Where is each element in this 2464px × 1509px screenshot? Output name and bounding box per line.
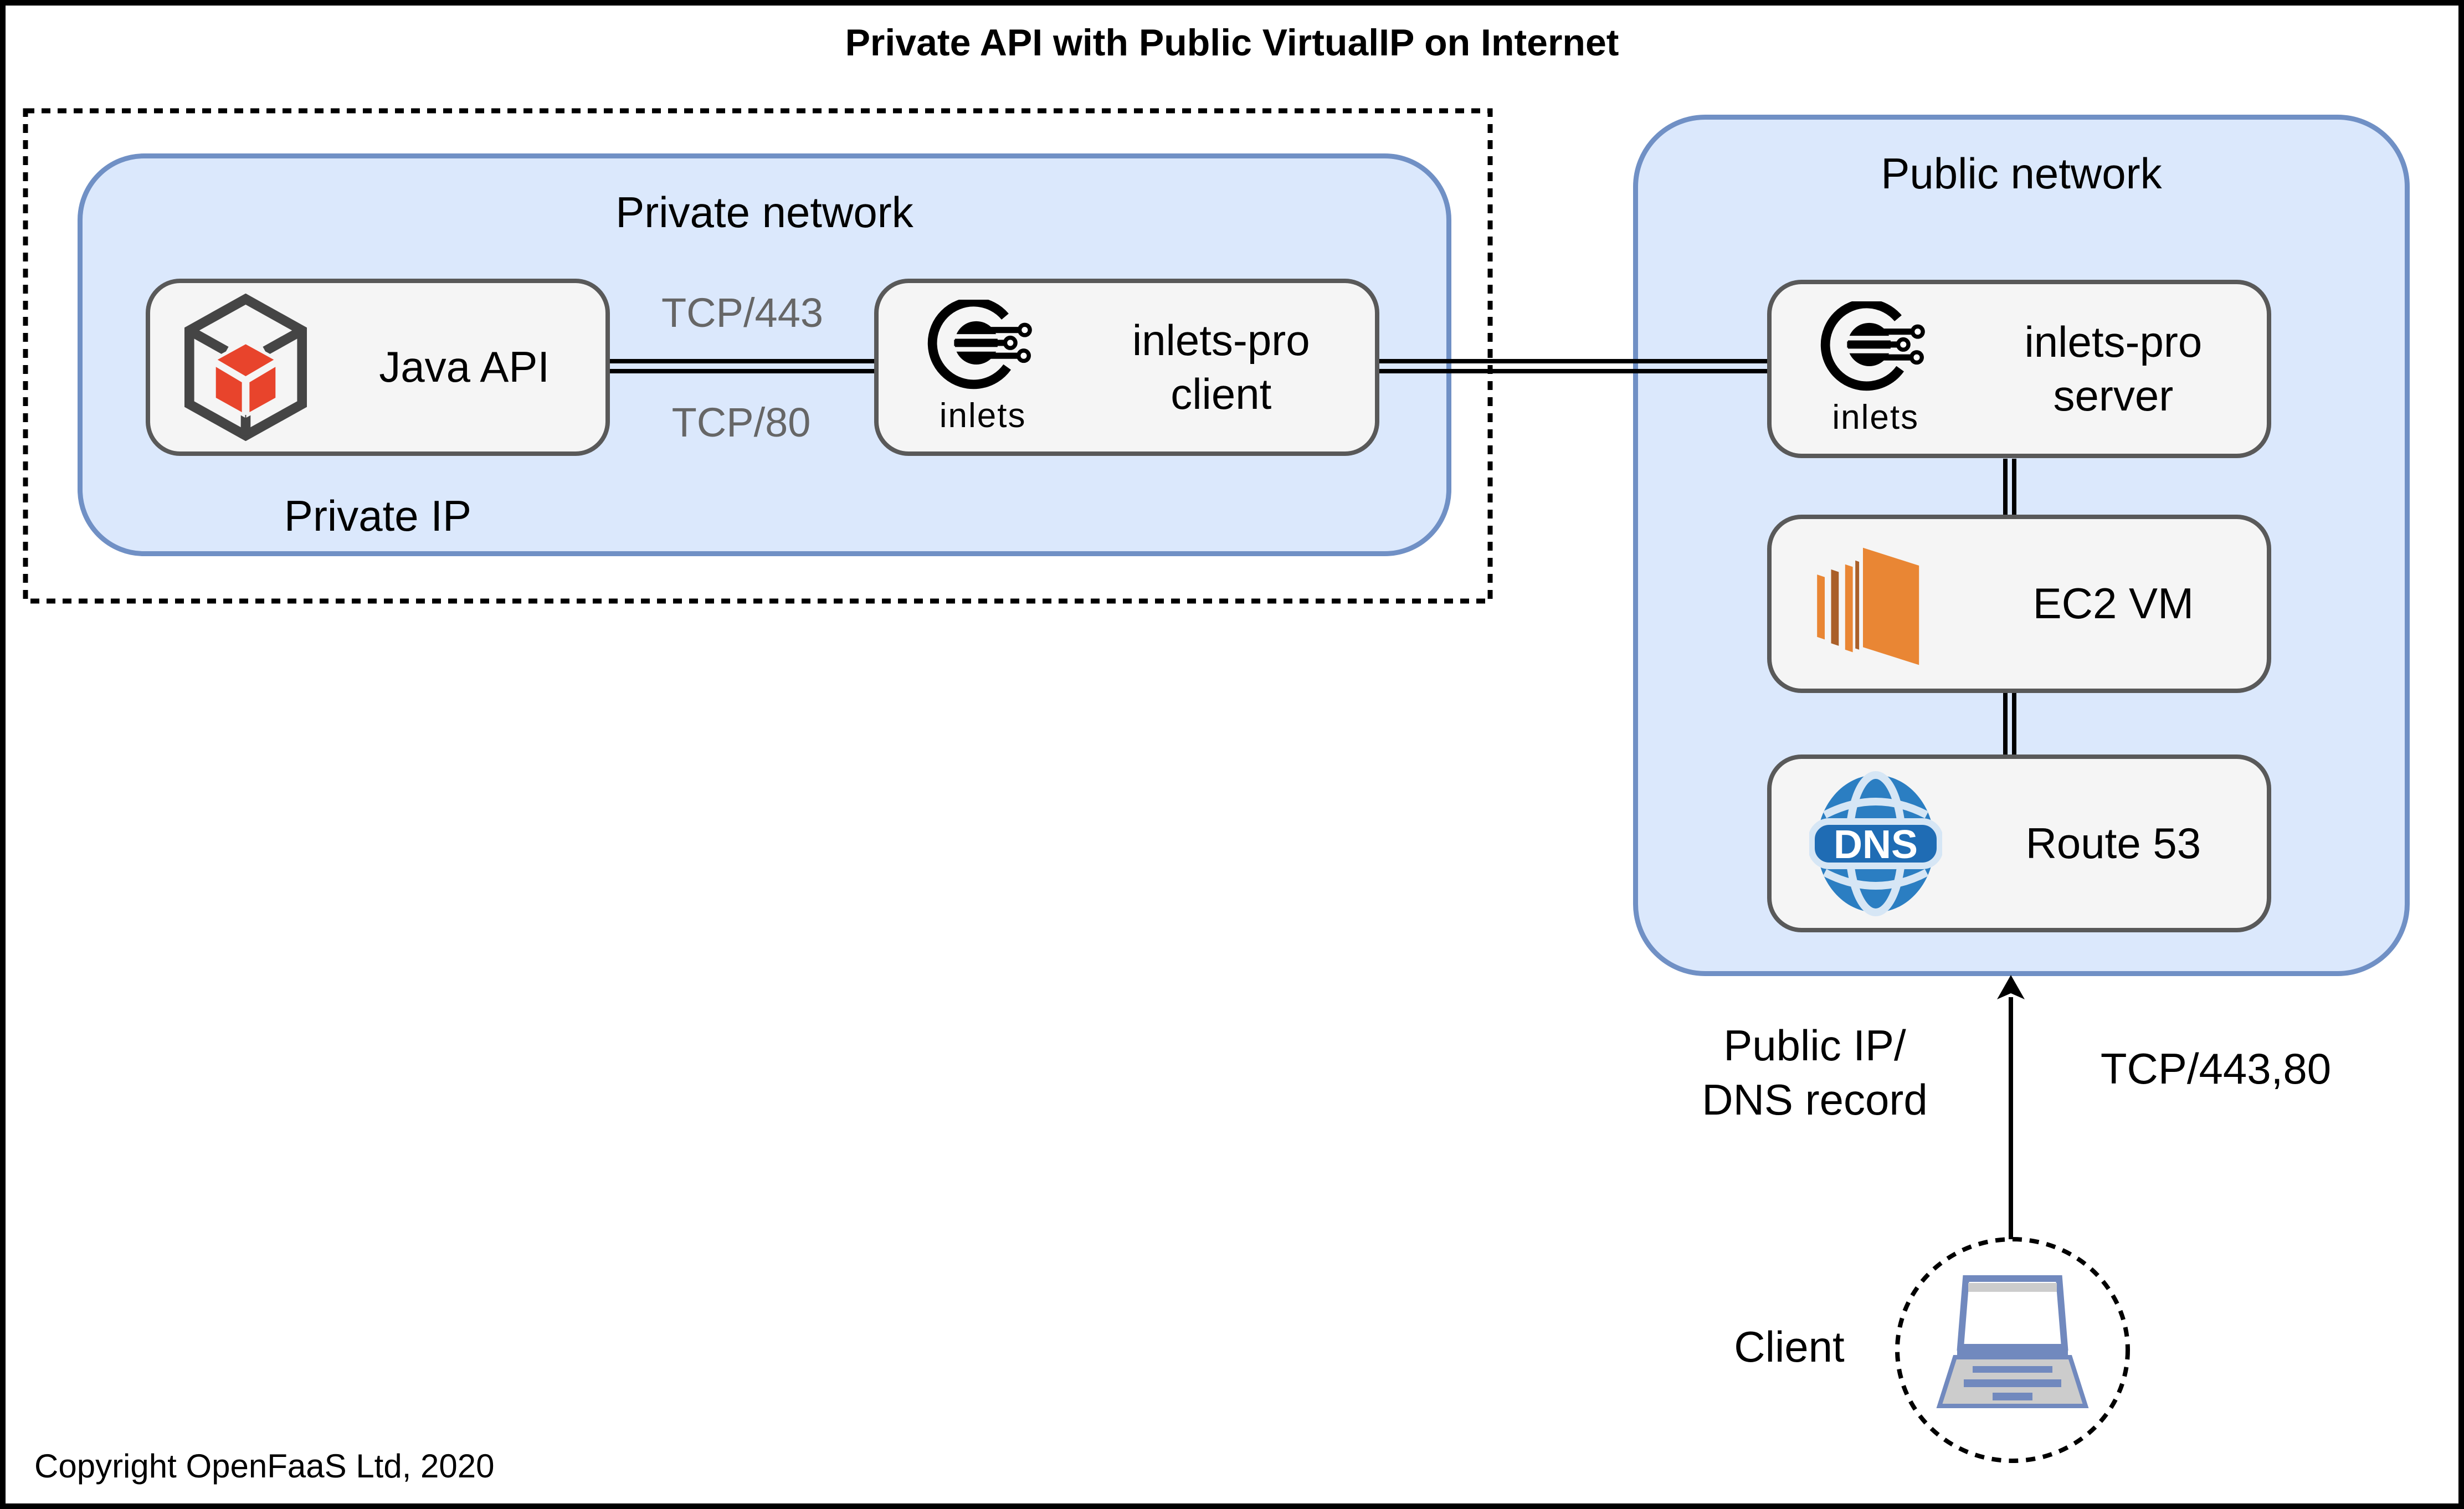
inlets-logo-icon: [1820, 301, 1925, 391]
dns-globe-icon: DNS: [1809, 771, 1942, 916]
node-inlets-pro-client: inlets inlets-pro client: [874, 279, 1379, 456]
inlets-client-label: inlets-pro client: [1087, 314, 1375, 422]
node-java-api: Java API: [146, 279, 610, 456]
private-boundary-dashed-rect: [23, 108, 1493, 604]
inlets-server-label-line2: server: [2053, 371, 2174, 420]
edge-label-tcp443-80: TCP/443,80: [2100, 1044, 2332, 1093]
client-label: Client: [1734, 1322, 1845, 1371]
client-dashed-circle: [1895, 1237, 2130, 1463]
inlets-client-label-line2: client: [1171, 369, 1272, 418]
inlets-logo-text: inlets: [939, 396, 1026, 435]
inlets-client-label-line1: inlets-pro: [1132, 315, 1310, 365]
inlets-server-label: inlets-pro server: [1979, 315, 2267, 423]
inlets-logo-icon: [928, 299, 1032, 389]
cube-icon: [184, 294, 307, 441]
inlets-client-icon-col: inlets: [879, 299, 1087, 435]
private-network-label: Private network: [615, 188, 913, 237]
private-ip-label: Private IP: [284, 491, 472, 540]
edge-label-tcp443: TCP/443: [661, 290, 824, 336]
java-api-icon-col: [150, 294, 341, 441]
diagram-title: Private API with Public VirtualIP on Int…: [845, 22, 1619, 64]
node-route-53: DNS Route 53: [1767, 754, 2271, 932]
route53-label: Route 53: [2025, 818, 2201, 868]
ec2-icon-col: [1772, 532, 1979, 675]
ec2-label: EC2 VM: [2032, 579, 2194, 628]
java-api-label: Java API: [379, 342, 550, 392]
inlets-server-label-line1: inlets-pro: [2024, 317, 2203, 366]
inlets-server-icon-col: inlets: [1772, 301, 1979, 437]
arrowhead-up: [1997, 975, 2025, 999]
node-inlets-pro-server: inlets inlets-pro server: [1767, 280, 2271, 458]
copyright-text: Copyright OpenFaaS Ltd, 2020: [34, 1448, 495, 1485]
inlets-logo-text: inlets: [1832, 398, 1919, 437]
public-ip-dns-label: Public IP/ DNS record: [1682, 1018, 1948, 1127]
dns-badge-text: DNS: [1834, 823, 1918, 867]
edge-label-tcp80: TCP/80: [671, 399, 811, 445]
route53-icon-col: DNS: [1772, 771, 1979, 917]
laptop-icon: [1936, 1275, 2089, 1408]
public-ip-label-line1: Public IP/: [1723, 1021, 1906, 1070]
public-network-label: Public network: [1881, 149, 2162, 198]
public-ip-label-line2: DNS record: [1702, 1075, 1928, 1125]
node-ec2-vm: EC2 VM: [1767, 515, 2271, 693]
ec2-icon: [1816, 547, 1919, 665]
